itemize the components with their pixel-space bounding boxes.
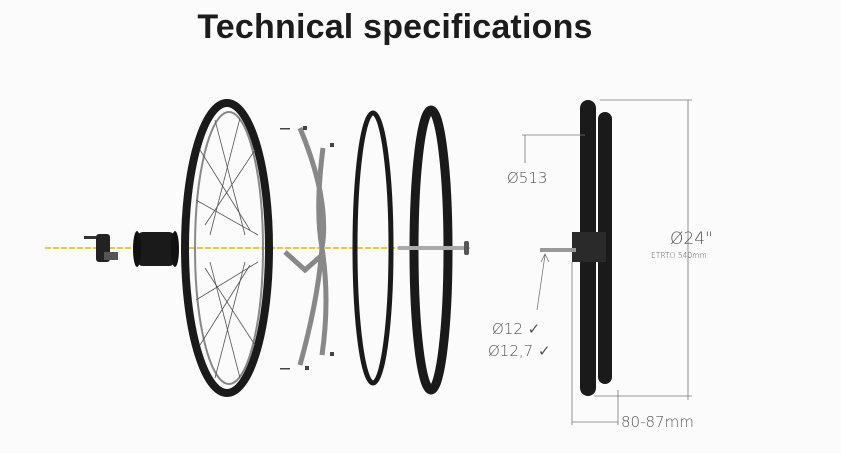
axle-12-7-label: Ø12,7 ✓: [488, 342, 551, 360]
axle-12-label: Ø12 ✓: [492, 320, 540, 338]
page-title: Technical specifications: [197, 8, 593, 46]
wheel-diameter-label: Ø24": [670, 229, 713, 249]
inner-tube-part: [352, 110, 394, 386]
hub-part: [133, 231, 179, 267]
screws-part: [280, 126, 334, 370]
dimension-lines: [522, 99, 692, 425]
etrto-label: ETRTO 540mm: [651, 251, 707, 260]
spoked-wheel-part: [181, 99, 273, 397]
spoke-bracket-part: [283, 127, 329, 366]
wheel-side-view: [540, 100, 612, 396]
brake-lever-part: [84, 234, 118, 262]
axle-part: [398, 241, 469, 255]
width-label: 80-87mm: [621, 413, 694, 431]
rim-diameter-label: Ø513: [507, 169, 547, 187]
